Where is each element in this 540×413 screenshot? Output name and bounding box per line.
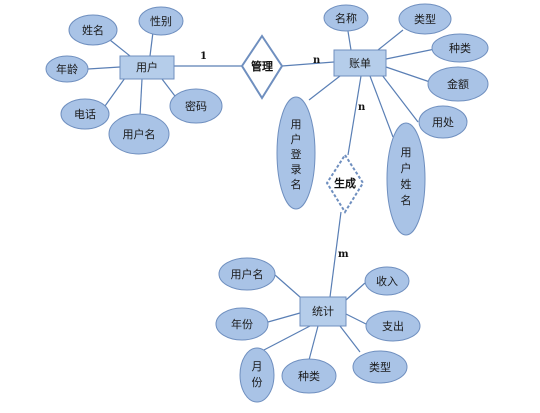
relation-generate[interactable]: 生成 [325, 153, 365, 214]
attribute-bill-amount[interactable]: 金额 [427, 66, 489, 102]
entity-stats-label: 统计 [312, 305, 334, 318]
attribute-bill-user-full-name[interactable]: 用 户 姓 名 [386, 122, 426, 236]
relation-manage-label: 管理 [251, 59, 273, 73]
cardinality-manage-bill: n [313, 55, 321, 66]
cardinality-user-manage: 1 [200, 51, 207, 62]
entity-user-label: 用户 [136, 60, 158, 74]
svg-text:类型: 类型 [414, 12, 436, 26]
attribute-bill-type[interactable]: 类型 [398, 3, 452, 35]
svg-text:份: 份 [252, 376, 263, 389]
entity-bill-label: 账单 [349, 57, 371, 70]
svg-text:用户名: 用户名 [123, 127, 156, 141]
attribute-user-name[interactable]: 姓名 [68, 14, 118, 46]
attribute-stats-year[interactable]: 年份 [215, 307, 269, 341]
svg-text:密码: 密码 [185, 99, 207, 113]
svg-text:性别: 性别 [150, 14, 172, 28]
attribute-user-username[interactable]: 用户名 [108, 113, 170, 155]
svg-text:年龄: 年龄 [56, 62, 78, 76]
svg-text:收入: 收入 [376, 274, 398, 288]
svg-text:年份: 年份 [231, 317, 253, 331]
svg-text:用: 用 [401, 146, 412, 159]
svg-text:户: 户 [401, 161, 412, 175]
cardinality-bill-generate: n [358, 102, 366, 113]
svg-text:户: 户 [291, 132, 302, 146]
svg-text:种类: 种类 [449, 41, 471, 55]
svg-text:用处: 用处 [432, 116, 454, 129]
svg-text:类型: 类型 [369, 360, 391, 374]
cardinality-generate-stats: m [338, 249, 349, 260]
svg-text:用: 用 [291, 118, 302, 131]
svg-text:用户名: 用户名 [231, 267, 264, 281]
attribute-stats-income[interactable]: 收入 [364, 266, 410, 296]
entity-stats[interactable]: 统计 [299, 296, 347, 327]
attribute-bill-usage[interactable]: 用处 [418, 105, 468, 139]
svg-text:金额: 金额 [447, 77, 469, 91]
svg-text:支出: 支出 [382, 319, 404, 333]
attribute-bill-login-name[interactable]: 用 户 登 录 名 [276, 96, 316, 210]
attribute-stats-expense[interactable]: 支出 [365, 310, 421, 342]
svg-text:月: 月 [252, 360, 263, 373]
entity-user[interactable]: 用户 [119, 55, 175, 80]
attribute-bill-name[interactable]: 名称 [323, 4, 369, 32]
attribute-user-phone[interactable]: 电话 [60, 98, 110, 130]
svg-text:登: 登 [291, 147, 302, 161]
svg-text:电话: 电话 [74, 108, 96, 121]
attribute-stats-username[interactable]: 用户名 [218, 257, 276, 291]
attribute-stats-type[interactable]: 类型 [352, 350, 408, 384]
relation-generate-label: 生成 [334, 176, 356, 190]
svg-text:姓名: 姓名 [82, 23, 104, 37]
svg-text:种类: 种类 [298, 369, 320, 383]
svg-text:名: 名 [291, 177, 302, 191]
attribute-user-password[interactable]: 密码 [169, 88, 223, 124]
attribute-bill-category[interactable]: 种类 [431, 33, 489, 63]
attribute-user-age[interactable]: 年龄 [45, 55, 89, 83]
svg-text:名: 名 [401, 193, 412, 207]
svg-text:录: 录 [291, 163, 302, 176]
attribute-stats-category[interactable]: 种类 [281, 358, 337, 394]
svg-text:姓: 姓 [401, 177, 412, 191]
svg-text:名称: 名称 [335, 11, 357, 25]
attribute-stats-month[interactable]: 月 份 [239, 347, 275, 403]
attribute-user-gender[interactable]: 性别 [138, 6, 184, 36]
relation-manage[interactable]: 管理 [240, 34, 284, 100]
entity-bill[interactable]: 账单 [333, 49, 387, 77]
